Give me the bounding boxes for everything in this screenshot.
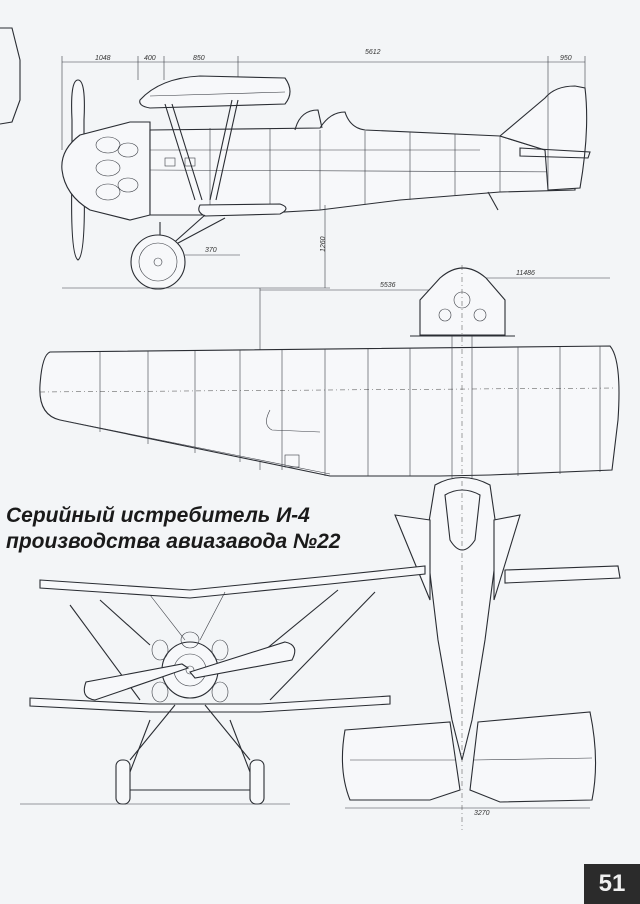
dim-gear-offset: 370 xyxy=(205,247,217,254)
dim-stabilizer-span: 3270 xyxy=(474,810,490,817)
wheel-right-front xyxy=(249,759,265,805)
upper-wing-top xyxy=(39,345,620,477)
fuselage-side xyxy=(149,111,576,216)
dim-height: 1260 xyxy=(320,236,327,252)
upper-wing-side xyxy=(139,75,291,109)
wheel-left-front xyxy=(115,759,131,805)
dim-wing-offset: 400 xyxy=(144,55,156,62)
lower-wing-side xyxy=(198,203,287,217)
upper-wing-front xyxy=(39,565,426,599)
tailplane-top xyxy=(341,721,461,801)
drawing-caption: Серийный истребитель И-4 производства ав… xyxy=(6,503,406,555)
page-number: 51 xyxy=(584,864,640,904)
caption-line-1: Серийный истребитель И-4 xyxy=(6,504,310,527)
rudder-side xyxy=(498,85,588,191)
dim-half-span: 5536 xyxy=(380,282,396,289)
front-view xyxy=(20,565,426,805)
side-view: 1048 400 850 5612 950 xyxy=(61,49,591,290)
dim-rudder: 950 xyxy=(560,55,572,62)
dim-prop-to-wing: 1048 xyxy=(95,55,111,62)
lower-wing-front xyxy=(29,695,391,713)
top-view: 5536 11486 xyxy=(39,265,621,830)
caption-line-2: производства авиазавода №22 xyxy=(6,530,341,553)
dim-wing-chord: 850 xyxy=(193,55,205,62)
fuselage-top xyxy=(425,476,499,761)
adjacent-drawing-fragment xyxy=(0,27,21,125)
dim-fuselage-length: 5612 xyxy=(365,49,381,56)
dim-wingspan: 11486 xyxy=(516,270,535,277)
propeller-front xyxy=(189,641,296,679)
